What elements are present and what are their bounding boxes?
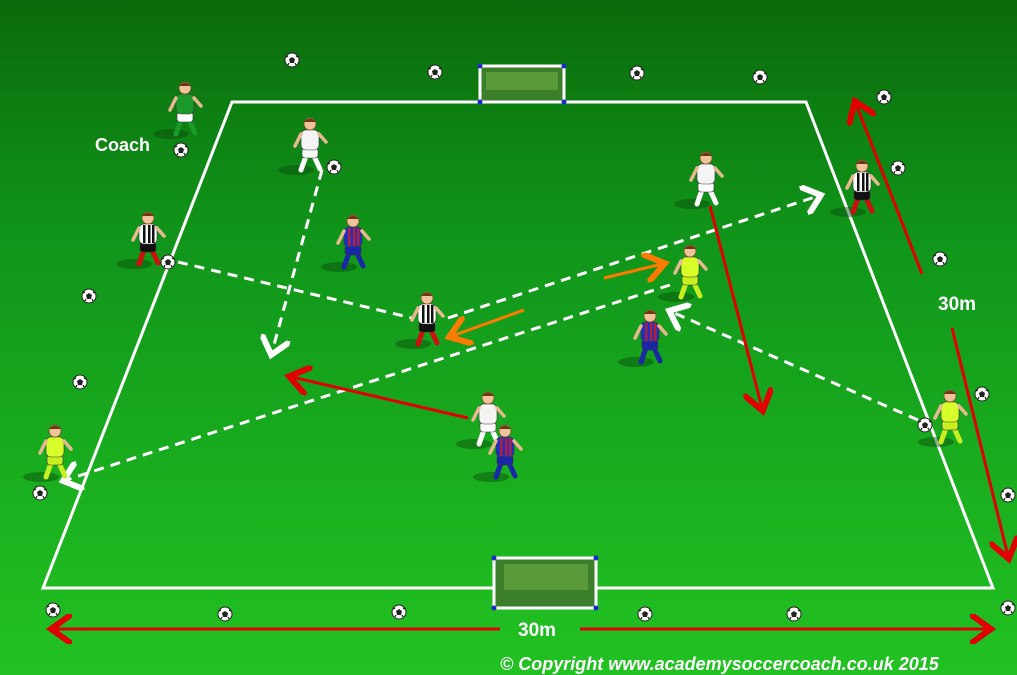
side-dimension-label: 30m	[938, 294, 976, 315]
ball-icon	[392, 605, 406, 619]
ball-icon	[327, 160, 341, 174]
ball-icon	[218, 607, 232, 621]
ball-icon	[630, 66, 644, 80]
ball-icon	[73, 375, 87, 389]
ball-icon	[787, 607, 801, 621]
ball-icon	[82, 289, 96, 303]
ball-icon	[975, 387, 989, 401]
copyright-text: © Copyright www.academysoccercoach.co.uk…	[500, 654, 940, 674]
ball-icon	[891, 161, 905, 175]
ball-icon	[161, 255, 175, 269]
ball-icon	[877, 90, 891, 104]
bottom-goal	[492, 556, 599, 611]
ball-icon	[33, 486, 47, 500]
ball-icon	[753, 70, 767, 84]
ball-icon	[638, 607, 652, 621]
top-goal	[478, 64, 567, 105]
ball-icon	[428, 65, 442, 79]
ball-icon	[285, 53, 299, 67]
ball-icon	[46, 603, 60, 617]
ball-icon	[174, 143, 188, 157]
ball-icon	[1001, 601, 1015, 615]
ball-icon	[1001, 488, 1015, 502]
ball-icon	[918, 418, 932, 432]
bottom-dimension-label: 30m	[518, 620, 556, 641]
ball-icon	[933, 252, 947, 266]
coach-label: Coach	[95, 135, 150, 155]
